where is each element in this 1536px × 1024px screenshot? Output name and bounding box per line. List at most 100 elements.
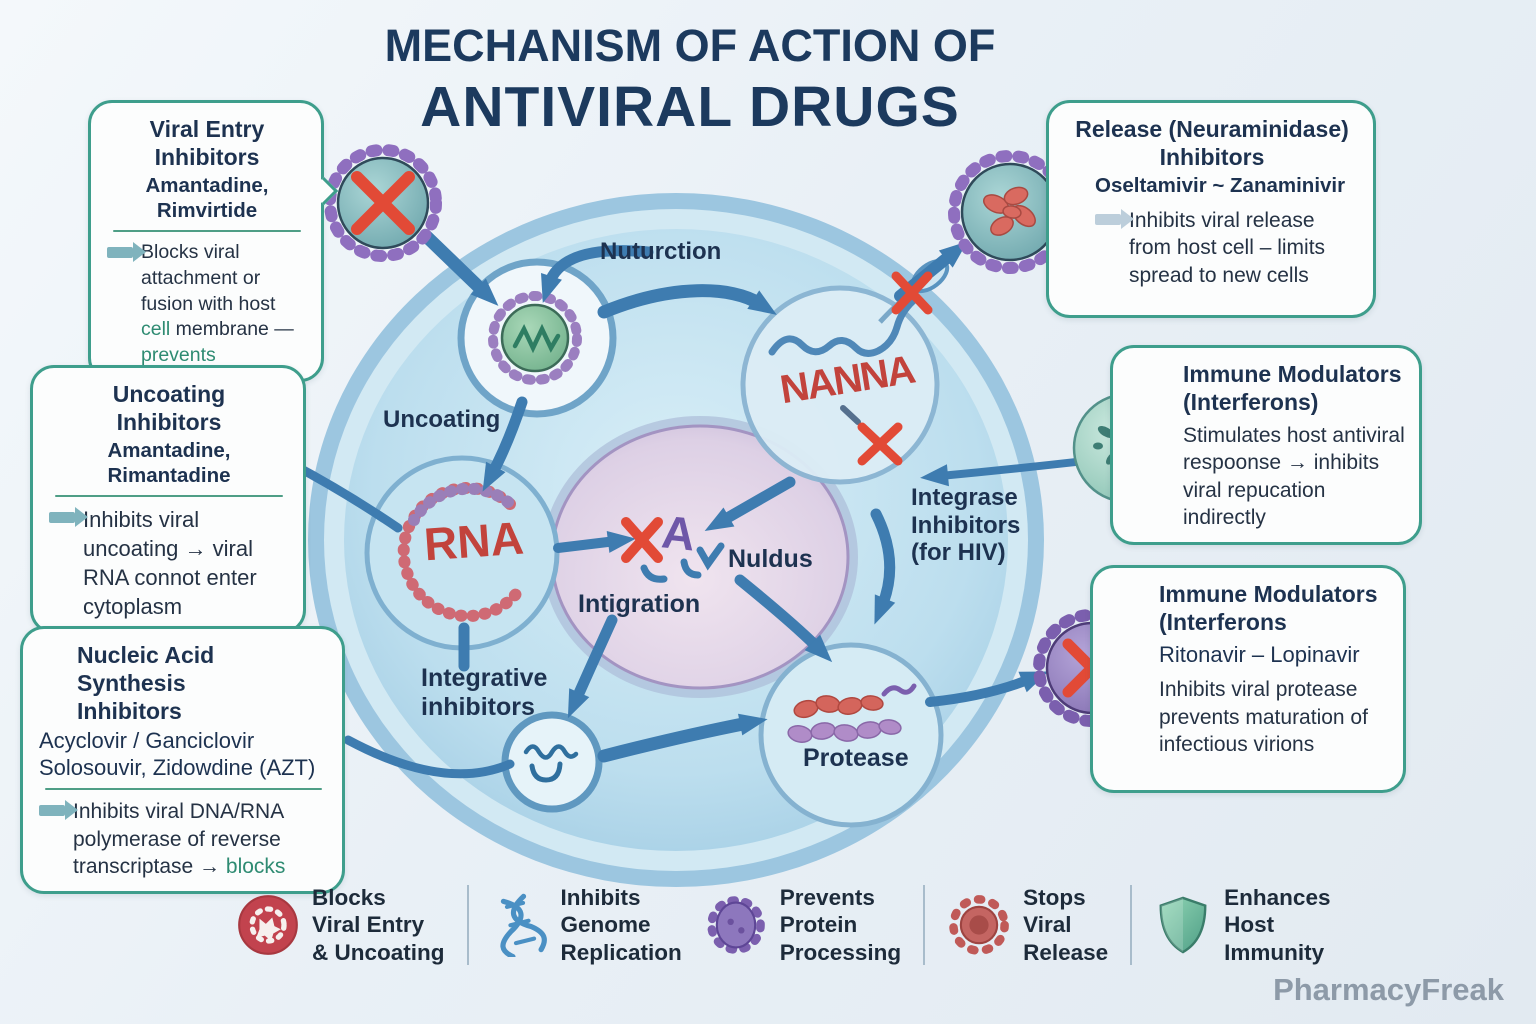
label-nuldus: Nuldus: [728, 545, 813, 573]
desc-text: Blocks viral attachment or fusion with h…: [141, 241, 276, 315]
light-arrow-icon: [1095, 208, 1134, 229]
box-drugs-line1: Acyclovir / Ganciclovir: [39, 728, 255, 754]
box-title: Immune Modulators (Interferons): [1183, 361, 1402, 416]
teal-arrow-icon: [49, 507, 88, 528]
integration-down-arrow: [567, 614, 618, 719]
virus-spikes: [488, 291, 582, 385]
uncoating-inhibitors-box: Uncoating Inhibitors Amantadine, Rimanta…: [30, 365, 306, 635]
box-drugs: Amantadine, Rimvirtide: [145, 174, 269, 222]
label-uncoating: Uncoating: [383, 406, 501, 433]
label-nuturction: Nuturction: [600, 238, 722, 265]
x-vesicle: [857, 422, 903, 466]
dna-helix-icon: [499, 893, 547, 958]
label-integrative-inhibitors: Integrative inhibitors: [421, 664, 548, 721]
red-virus-icon: [949, 895, 1009, 956]
viral-proteins: [982, 186, 1036, 236]
title-line-1: MECHANISM OF ACTION OF: [384, 20, 996, 71]
shield-icon: [1159, 896, 1207, 954]
purple-virus-icon: [706, 896, 765, 954]
legend-divider: [466, 885, 469, 966]
uncoating-arrow: [482, 396, 528, 492]
desc-text: membrane —: [170, 318, 294, 341]
rna-squiggle: [768, 297, 917, 357]
label-protease: Protease: [803, 744, 909, 772]
endosome-to-vesicle-arrow: [597, 284, 777, 319]
label-rna: RNA: [422, 511, 526, 571]
rna-to-nucleus-arrow: [553, 531, 636, 553]
legend-item-protein-processing: Prevents Protein Processing: [704, 884, 901, 966]
teal-arrow-icon: [107, 242, 146, 263]
box-description: Inhibits viral uncoating → viral RNA con…: [83, 507, 257, 620]
legend-item-host-immunity: Enhances Host Immunity: [1154, 884, 1330, 966]
red-protein-chain: [793, 695, 884, 719]
entry-virus: [324, 144, 442, 262]
purple-protein-chain: [787, 719, 902, 743]
teal-arrow-icon: [39, 799, 78, 820]
x-icon: [351, 171, 415, 235]
desc-highlight: cell: [141, 318, 171, 341]
box-description: Stimulates host antiviral respoonse → in…: [1183, 424, 1405, 529]
pathway-arrows: [287, 229, 1164, 779]
box-divider: [113, 230, 301, 233]
entry-arrow: [419, 229, 499, 306]
nucleic-acid-inhibitors-box: Nucleic Acid Synthesis Inhibitors Acyclo…: [20, 626, 345, 895]
legend-item-blocks-entry: Blocks Viral Entry & Uncoating: [236, 884, 445, 966]
box-drugs: Ritonavir – Lopinavir: [1159, 642, 1360, 668]
box-title: Viral Entry Inhibitors: [149, 116, 265, 171]
viral-genome-zigzag: [512, 323, 561, 354]
watermark: PharmacyFreak: [1273, 972, 1504, 1007]
legend-item-genome-replication: Inhibits Genome Replication: [491, 884, 682, 966]
legend-label: Prevents Protein Processing: [779, 885, 902, 965]
box-divider: [55, 495, 283, 498]
label-integrase-inhibitors: Integrase Inhibitors (for HIV): [911, 484, 1021, 567]
viral-entry-inhibitors-box: Viral Entry Inhibitors Amantadine, Rimvi…: [88, 100, 339, 382]
box-description: Inhibits viral protease prevents maturat…: [1159, 678, 1368, 757]
legend-label: Inhibits Genome Replication: [560, 885, 682, 965]
endosome-vesicle: [457, 258, 617, 418]
blocked-segment: [840, 405, 861, 425]
mrna-to-protease-arrow: [597, 713, 768, 763]
box-drugs: Oseltamivir ~ Zanaminivir: [1095, 174, 1346, 198]
label-intigration: Intigration: [578, 590, 701, 618]
desc-highlight: prevents: [141, 344, 216, 367]
nuturction-arrow: [541, 245, 654, 304]
title-line-2: ANTIVIRAL DRUGS: [420, 75, 960, 139]
protease-inhibitors-box: Immune Modulators (Interferons Ritonavir…: [1090, 565, 1406, 793]
integration-fragments: [640, 542, 725, 583]
legend: Blocks Viral Entry & Uncoating Inhibits …: [236, 884, 1330, 966]
box-description: Inhibits viral release from host cell – …: [1129, 208, 1326, 288]
legend-label: Stops Viral Release: [1023, 885, 1109, 965]
mrna-squiggle: [523, 744, 579, 760]
protease-to-virion-arrow: [925, 671, 1049, 707]
mrna-curl: [529, 761, 563, 783]
page-title: MECHANISM OF ACTION OF ANTIVIRAL DRUGS: [320, 20, 1060, 140]
legend-divider: [1130, 885, 1133, 966]
mrna-vesicle: [501, 711, 603, 813]
nucleic-box-connector: [343, 735, 515, 779]
legend-item-viral-release: Stops Viral Release: [947, 884, 1108, 966]
label-a-genome: A: [659, 505, 698, 561]
box-title: Release (Neuraminidase) Inhibitors: [1075, 116, 1349, 171]
desc-highlight: blocks: [225, 855, 286, 879]
release-inhibitors-box: Release (Neuraminidase) Inhibitors Oselt…: [1046, 100, 1376, 318]
protease-compartment: [758, 642, 944, 828]
vesicle-down-arrow: [870, 508, 896, 625]
legend-label: Blocks Viral Entry & Uncoating: [312, 885, 445, 965]
vesicle-to-nucleus-arrow: [704, 476, 796, 531]
box-title: Uncoating Inhibitors: [112, 381, 226, 436]
box-divider: [45, 787, 322, 790]
box-description: Inhibits viral DNA/RNA polymerase of rev…: [73, 798, 328, 881]
box-drugs: Amantadine, Rimantadine: [107, 439, 231, 487]
desc-text: Inhibits viral DNA/RNA polymerase of rev…: [73, 799, 284, 879]
rna-strand-beads-purple: [408, 482, 514, 526]
x-integration: [621, 517, 663, 563]
box-description: Blocks viral attachment or fusion with h…: [141, 240, 307, 369]
protein-squiggle: [881, 683, 917, 697]
x-budding: [891, 271, 933, 315]
nucleus-to-protease-arrow: [734, 574, 833, 663]
legend-divider: [923, 885, 926, 966]
box-drugs-line2: Solosouvir, Zidowdine (AZT): [39, 754, 316, 780]
immune-modulators-box: Immune Modulators (Interferons) Stimulat…: [1110, 345, 1422, 545]
blocked-virus-icon: [238, 895, 298, 956]
